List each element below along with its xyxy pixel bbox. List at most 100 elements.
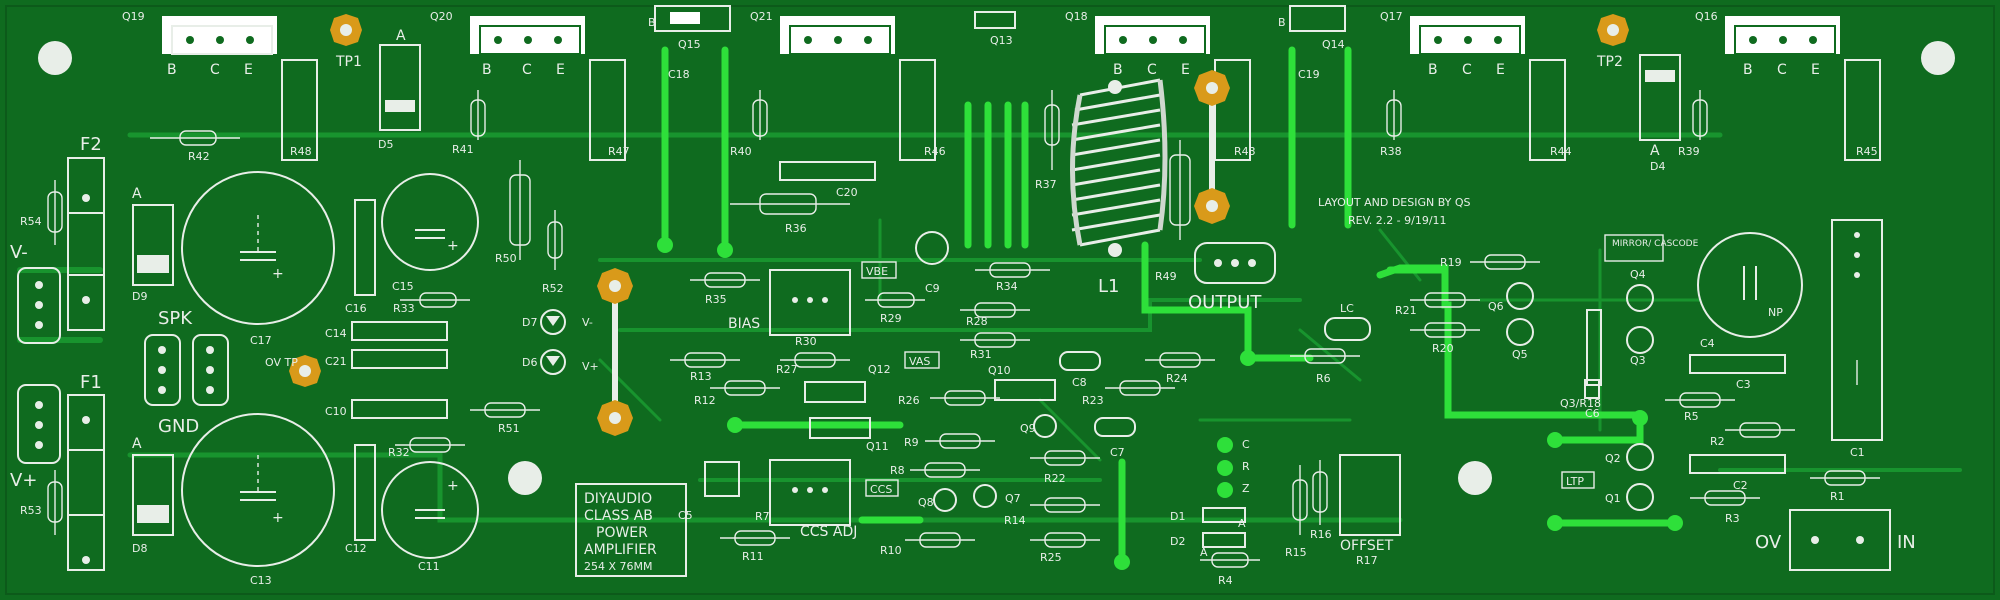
svg-text:A: A (1650, 143, 1660, 159)
jumper-traces (661, 46, 1679, 566)
svg-text:B: B (1113, 62, 1123, 78)
svg-text:C8: C8 (1072, 376, 1087, 389)
svg-text:+: + (272, 266, 284, 282)
svg-text:D5: D5 (378, 138, 393, 151)
resistor-r34: R34 (975, 262, 1050, 293)
resistor-r44: R44 (1550, 145, 1572, 158)
svg-text:OFFSET: OFFSET (1340, 538, 1394, 554)
svg-text:V+: V+ (10, 470, 37, 491)
resistor-r38: R38 (1380, 90, 1402, 158)
resistor-r31: R31 (960, 332, 1030, 361)
svg-text:R20: R20 (1432, 342, 1454, 355)
driver-transistors: Q15 B Q13 Q14 B (648, 5, 1346, 51)
svg-text:R27: R27 (776, 363, 798, 376)
ov-tp-label: OV TP (265, 356, 298, 369)
svg-text:Z: Z (1242, 482, 1250, 495)
resistor-r32: R32 (388, 437, 465, 459)
svg-text:R23: R23 (1082, 394, 1104, 407)
capacitor-c11: + C11 (381, 461, 479, 573)
svg-text:Q10: Q10 (988, 364, 1011, 377)
capacitor-c1: C1 (1831, 219, 1883, 459)
svg-text:E: E (1181, 62, 1190, 78)
output-transistor-q21: Q21 (750, 10, 936, 161)
resistor-r14: R14 (1004, 497, 1100, 527)
svg-text:NP: NP (1768, 306, 1783, 319)
q19-label: Q19 (122, 10, 145, 23)
svg-text:R29: R29 (880, 312, 902, 325)
svg-text:F2: F2 (80, 134, 102, 155)
v-minus-connector: V- (10, 242, 61, 344)
resistor-r11: R11 (720, 530, 790, 563)
test-points: TP1 TP2 OV TP (265, 14, 1629, 387)
svg-text:R45: R45 (1856, 145, 1878, 158)
svg-text:R46: R46 (924, 145, 946, 158)
svg-text:D9: D9 (132, 290, 147, 303)
svg-text:C: C (522, 62, 532, 78)
svg-text:R49: R49 (1155, 270, 1177, 283)
svg-text:R28: R28 (966, 315, 988, 328)
diode-d5: A D5 (378, 28, 421, 151)
diode-d9: A D9 (132, 186, 174, 303)
svg-text:Q1: Q1 (1605, 492, 1621, 505)
title-size: 254 X 76MM (584, 560, 653, 573)
svg-text:B: B (1743, 62, 1753, 78)
svg-text:R44: R44 (1550, 145, 1572, 158)
to220-body (162, 16, 277, 54)
svg-text:D6: D6 (522, 356, 537, 369)
mounting-hole-icon (38, 41, 72, 75)
svg-text:R42: R42 (188, 150, 210, 163)
svg-text:C1: C1 (1850, 446, 1865, 459)
diodes-d1-d2: D1 D2 A A C R Z (1170, 438, 1250, 559)
title-line1: DIYAUDIO (584, 491, 652, 507)
output-transistor-q18: Q18 B C E (1065, 10, 1251, 161)
capacitor-c16: C16 (345, 199, 376, 315)
resistor-r12: R12 (694, 380, 780, 407)
resistor-r8: R8 (890, 462, 980, 478)
svg-text:CCS ADJ: CCS ADJ (800, 524, 857, 540)
output-transistor-q19: Q19 B C E (122, 10, 318, 161)
output-transistor-q17: Q17 B C E (1380, 10, 1566, 161)
svg-text:R12: R12 (694, 394, 716, 407)
resistor-r22: R22 (1030, 450, 1100, 485)
svg-text:R25: R25 (1040, 551, 1062, 564)
svg-text:C3: C3 (1736, 378, 1751, 391)
resistor-r25: R25 (1030, 532, 1100, 564)
svg-text:C21: C21 (325, 355, 347, 368)
svg-text:R30: R30 (795, 335, 817, 348)
svg-text:C10: C10 (325, 405, 347, 418)
mounting-hole-icon (508, 461, 542, 495)
svg-text:E: E (1811, 62, 1820, 78)
svg-text:R: R (1242, 460, 1250, 473)
diode-d8: A D8 (132, 436, 174, 555)
q18-label: Q18 (1065, 10, 1088, 23)
q15-label: Q15 (678, 38, 701, 51)
resistor-r39: R39 (1678, 90, 1708, 158)
svg-text:A: A (1200, 546, 1208, 559)
diode-d4: A D4 (1639, 54, 1681, 173)
trimmer-bias: BIAS R30 (728, 269, 851, 348)
svg-text:R37: R37 (1035, 178, 1057, 191)
resistor-r29: R29 (865, 292, 925, 325)
resistor-r23: R23 (1082, 380, 1175, 407)
resistor-r3: R3 (1690, 490, 1760, 525)
svg-text:E: E (1496, 62, 1505, 78)
svg-text:B: B (1278, 16, 1286, 29)
svg-text:D7: D7 (522, 316, 537, 329)
output-transistor-q20: Q20 B C E (430, 10, 626, 161)
svg-text:C12: C12 (345, 542, 367, 555)
svg-text:R39: R39 (1678, 145, 1700, 158)
svg-text:SPK: SPK (158, 308, 193, 329)
capacitor-lc: LC (1324, 302, 1371, 341)
svg-text:R52: R52 (542, 282, 564, 295)
svg-text:R35: R35 (705, 293, 727, 306)
svg-text:Q6: Q6 (1488, 300, 1504, 313)
resistor-r52: R52 (542, 210, 564, 295)
capacitor-c15: + C15 (381, 173, 479, 293)
svg-text:D4: D4 (1650, 160, 1665, 173)
svg-text:R38: R38 (1380, 145, 1402, 158)
svg-text:R50: R50 (495, 252, 517, 265)
title-line3: POWER (596, 525, 648, 541)
svg-text:Q3/R18: Q3/R18 (1560, 397, 1601, 410)
svg-text:R36: R36 (785, 222, 807, 235)
